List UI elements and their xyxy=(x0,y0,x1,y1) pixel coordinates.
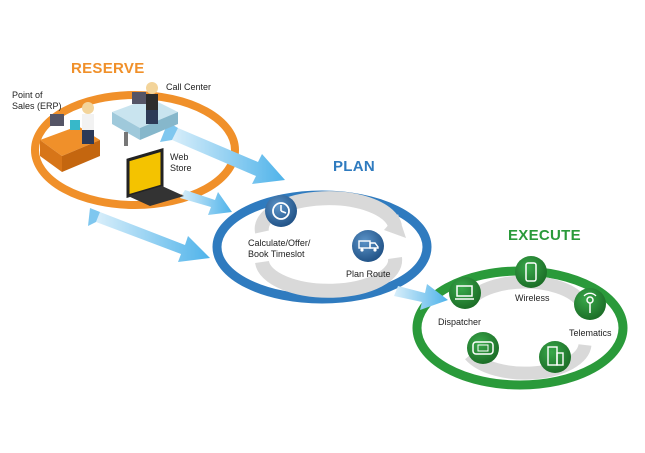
label-dispatcher: Dispatcher xyxy=(438,317,482,327)
label-wireless: Wireless xyxy=(515,293,550,303)
plan-route-node xyxy=(352,230,384,262)
label-plan-route: Plan Route xyxy=(346,269,391,279)
reserve-title: RESERVE xyxy=(71,60,145,77)
label-web-store-line1: Web xyxy=(170,152,189,162)
dispatcher-node xyxy=(449,277,481,309)
handheld-node xyxy=(467,332,499,364)
label-calculate-line2: Book Timeslot xyxy=(248,249,305,259)
arrow-plan-to-execute xyxy=(394,284,448,310)
flow-arrows xyxy=(88,122,448,310)
label-call-center: Call Center xyxy=(166,82,212,92)
label-calculate: Calculate/Offer/ Book Timeslot xyxy=(248,238,310,260)
call-center-illustration xyxy=(112,82,178,146)
web-store-illustration xyxy=(126,147,184,206)
building-node xyxy=(539,341,571,373)
label-point-of-sales-line2: Sales (ERP) xyxy=(12,101,62,111)
label-web-store: Web Store xyxy=(170,152,192,174)
label-point-of-sales: Point of Sales (ERP) xyxy=(12,90,62,112)
point-of-sales-illustration xyxy=(40,102,100,172)
execute-title: EXECUTE xyxy=(508,227,581,244)
label-point-of-sales-line1: Point of xyxy=(12,90,43,100)
arrow-call-center-to-plan xyxy=(172,128,285,184)
arrow-webstore-to-plan xyxy=(180,190,232,215)
label-telematics: Telematics xyxy=(569,328,612,338)
plan-cycle-arrow xyxy=(254,191,402,234)
arrow-pos-to-plan xyxy=(96,212,210,262)
label-web-store-line2: Store xyxy=(170,163,192,173)
label-calculate-line1: Calculate/Offer/ xyxy=(248,238,311,248)
calculate-node xyxy=(265,195,297,227)
telematics-node xyxy=(574,288,606,320)
wireless-node xyxy=(515,256,547,288)
plan-title: PLAN xyxy=(333,158,376,175)
